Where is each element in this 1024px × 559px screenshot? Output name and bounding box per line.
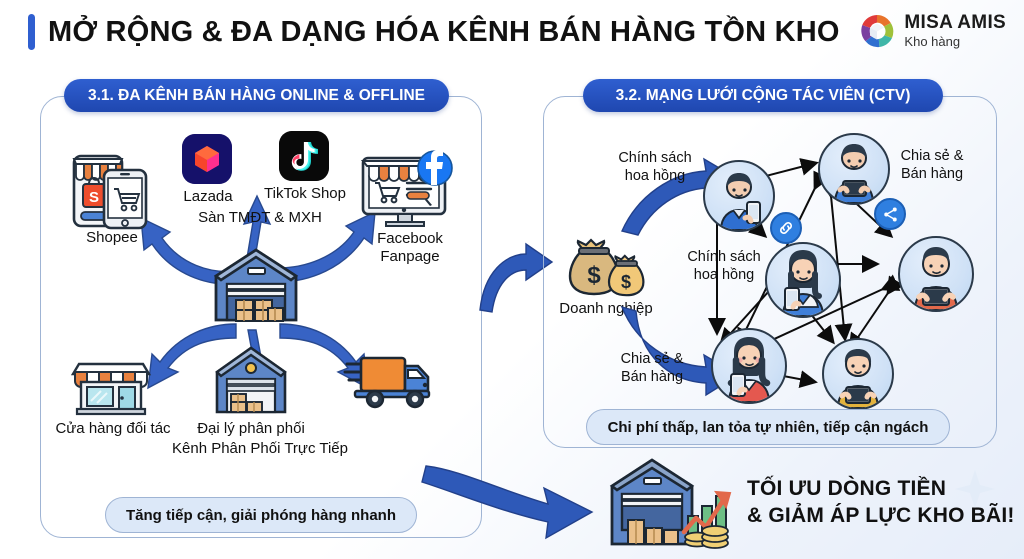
sparkle-decor-icon (955, 470, 995, 508)
annotation-commission-top-line1: Chính sách (618, 150, 692, 166)
arrow-to-ctv-panel (479, 242, 554, 313)
facebook-label-line1: Facebook (377, 230, 443, 247)
brand-logo: MISA AMIS Kho hàng (859, 13, 1006, 49)
link-icon (770, 212, 802, 244)
tiktok-app-icon (279, 131, 329, 181)
storefront-icon (70, 348, 152, 416)
outcome-line2: & GIẢM ÁP LỰC KHO BÃI! (747, 504, 1015, 527)
ctv-node-4 (898, 236, 974, 312)
lazada-label: Lazada (183, 188, 233, 205)
outcome-line1: TỐI ƯU DÒNG TIỀN (747, 477, 947, 500)
delivery-truck-icon (343, 350, 437, 412)
facebook-desktop-store-icon (358, 146, 458, 236)
offline-group-label: Kênh Phân Phối Trực Tiếp (172, 440, 348, 457)
left-panel-footer-pill: Tăng tiếp cận, giải phóng hàng nhanh (105, 497, 417, 533)
ctv-node-1 (703, 160, 775, 232)
tiktok-label: TikTok Shop (264, 185, 346, 202)
arrow-to-outcome (421, 465, 594, 540)
ctv-node-5 (711, 328, 787, 404)
annotation-commission-top-line2: hoa hồng (624, 168, 686, 184)
panel-ctv-badge: 3.2. MẠNG LƯỚI CỘNG TÁC VIÊN (CTV) (583, 79, 943, 112)
logo-subtitle: Kho hàng (904, 34, 961, 50)
annotation-share-top-line2: Bán hàng (900, 166, 964, 182)
online-group-label: Sàn TMĐT & MXH (198, 209, 322, 226)
warehouse-icon (213, 346, 289, 414)
distributor-label: Đại lý phân phối (197, 420, 305, 437)
svg-text:$: $ (587, 262, 601, 289)
share-nodes-icon (874, 198, 906, 230)
misa-logo-icon (859, 13, 895, 49)
lazada-app-icon (182, 134, 232, 184)
annotation-share-bottom-line2: Bán hàng (620, 369, 684, 385)
facebook-label-line2: Fanpage (380, 248, 440, 265)
panel-multichannel-badge: 3.1. ĐA KÊNH BÁN HÀNG ONLINE & OFFLINE (64, 79, 449, 112)
logo-title: MISA AMIS (904, 12, 1006, 34)
ctv-node-2 (818, 133, 890, 205)
title-accent-bar (28, 14, 35, 50)
warehouse-growth-chart-icon (608, 458, 740, 549)
annotation-share-bottom-line1: Chia sẻ & (620, 351, 684, 367)
annotation-share-top-line1: Chia sẻ & (900, 148, 964, 164)
warehouse-stock-icon (210, 246, 302, 322)
ctv-node-6 (822, 338, 894, 410)
right-panel-footer-pill: Chi phí thấp, lan tỏa tự nhiên, tiếp cận… (586, 409, 950, 445)
shopee-label: Shopee (86, 229, 138, 246)
page-title: MỞ RỘNG & ĐA DẠNG HÓA KÊNH BÁN HÀNG TỒN … (48, 15, 840, 48)
shopee-mobile-store-icon: S (72, 146, 150, 230)
svg-text:$: $ (621, 272, 631, 292)
partner-store-label: Cửa hàng đối tác (55, 420, 171, 437)
ctv-node-3 (765, 242, 841, 318)
money-bags-icon: $ $ (557, 238, 653, 300)
svg-text:S: S (89, 189, 99, 206)
